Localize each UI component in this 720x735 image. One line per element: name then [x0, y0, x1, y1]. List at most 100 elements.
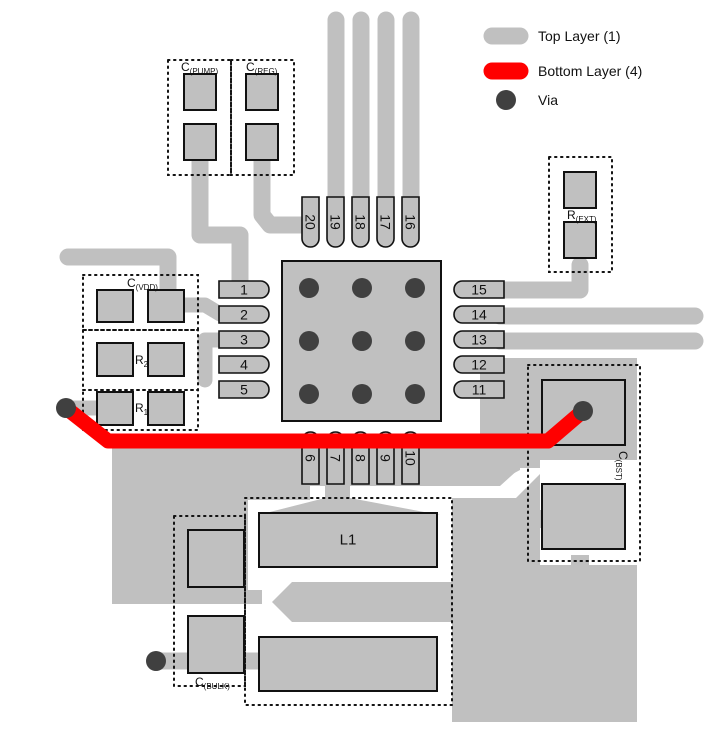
label-c-reg: C(REG)	[246, 60, 278, 76]
label-r1: R1	[135, 401, 149, 417]
pad-tab	[175, 546, 189, 564]
thermal-via	[405, 331, 425, 351]
ic-pin-pad	[218, 380, 270, 399]
outline-c-pump	[167, 59, 232, 176]
ic-pin-pad	[453, 380, 505, 399]
ic-pin-label: 7	[328, 454, 344, 462]
ic-pin-16: 16	[401, 196, 420, 248]
outline-r2	[82, 329, 199, 391]
ic-pin-label: 9	[378, 454, 394, 462]
ic-pin-label: 3	[240, 332, 248, 348]
ic-pin-pad	[218, 330, 270, 349]
ic-pin-5: 5	[218, 380, 270, 399]
ic-pin-label: 18	[353, 214, 369, 230]
trace-pin-15-rext	[491, 256, 589, 299]
ic-pin-pad	[218, 280, 270, 299]
label-l1: L1	[340, 532, 357, 549]
ic-pin-label: 6	[303, 454, 319, 462]
pad-tab	[527, 510, 543, 528]
ic-pin-label: 4	[240, 357, 248, 373]
ic-pin-pad	[351, 196, 370, 248]
ic-pin-label: 16	[403, 214, 419, 230]
ic-pin-pad	[453, 330, 505, 349]
c-bulk-pad-1	[187, 529, 245, 588]
ic-pin-14: 14	[453, 305, 505, 324]
label-c-bst: C(BST)	[614, 451, 630, 481]
ref-designators: C(PUMP) C(REG) C(VDD) R2 R1 R(EXT) C(BST…	[127, 60, 630, 691]
ic-pin-19: 19	[326, 196, 345, 248]
outline-c-bulk	[173, 515, 246, 687]
thermal-via	[352, 278, 372, 298]
label-c-bulk: C(BULK)	[195, 675, 230, 691]
r2-pad-1	[96, 342, 134, 377]
ic-pin-label: 15	[471, 282, 487, 298]
r-ext-pad-2	[563, 221, 597, 259]
ic-pin-15: 15	[453, 280, 505, 299]
ic-pin-20: 20	[301, 196, 320, 248]
thermal-via	[299, 384, 319, 404]
ic-pin-13: 13	[453, 330, 505, 349]
trace-pin-1-cpump	[191, 131, 249, 298]
ic-pin-label: 12	[471, 357, 487, 373]
label-r2: R2	[135, 353, 149, 369]
legend-label-via: Via	[538, 92, 558, 108]
c-bst-pad-2	[541, 483, 626, 550]
ic-pin-1: 1	[218, 280, 270, 299]
r1-pad-2	[147, 391, 185, 426]
ic-pin-11: 11	[453, 380, 505, 399]
pad-tab	[571, 555, 589, 569]
r2-pad-2	[147, 342, 185, 377]
bottom-layer-trace	[58, 400, 591, 449]
c-reg-pad-2	[245, 123, 279, 161]
ic-pin-17: 17	[376, 196, 395, 248]
trace-pin-20-creg	[253, 131, 319, 234]
bottom-layer	[56, 398, 593, 671]
ic-pin-pad	[218, 305, 270, 324]
legend: Top Layer (1) Bottom Layer (4) Via	[483, 27, 642, 110]
ic-pin-label: 20	[303, 214, 319, 230]
c-vdd-pad-2	[147, 289, 185, 323]
label-c-vdd: C(VDD)	[127, 276, 158, 292]
pad-tab	[206, 518, 224, 532]
legend-swatch-via	[496, 90, 516, 110]
thermal-via	[299, 331, 319, 351]
pour-output-neck	[272, 582, 452, 622]
c-vdd-pad-1	[96, 289, 134, 323]
c-pump-pad-1	[183, 73, 217, 111]
r-ext-pad-1	[563, 171, 597, 209]
pour-sw-node	[258, 486, 440, 515]
outline-c-reg	[230, 59, 295, 176]
ic-pin-12: 12	[453, 355, 505, 374]
thermal-via	[405, 278, 425, 298]
outline-r1	[82, 389, 199, 431]
component-outlines	[82, 59, 641, 706]
ic-pin-pad	[301, 196, 320, 248]
thermal-via	[352, 331, 372, 351]
ic-pin-label: 1	[240, 282, 248, 298]
thermal-via	[405, 384, 425, 404]
legend-label-top-layer: Top Layer (1)	[538, 28, 620, 44]
thermal-via	[352, 384, 372, 404]
thermal-vias	[299, 278, 425, 404]
via-bulk	[146, 651, 166, 671]
trace-vdd-in	[59, 248, 177, 304]
ic-pin-label: 11	[472, 382, 487, 398]
outline-c-bst	[527, 364, 641, 562]
l1-pad-1	[258, 512, 438, 568]
label-c-pump: C(PUMP)	[181, 60, 218, 76]
via-left	[56, 398, 76, 418]
c-pump-pad-2	[183, 123, 217, 161]
c-bulk-pad-2	[187, 615, 245, 674]
ic-pin-pad	[376, 196, 395, 248]
r1-pad-1	[96, 391, 134, 426]
ic-pin-pad	[453, 305, 505, 324]
outline-l1	[244, 497, 453, 706]
legend-label-bottom-layer: Bottom Layer (4)	[538, 63, 642, 79]
c-reg-pad-1	[245, 73, 279, 111]
ic-pin-pad	[401, 196, 420, 248]
outline-r-ext	[548, 156, 613, 273]
ic-pin-pad	[453, 355, 505, 374]
ic-pin-pad	[326, 196, 345, 248]
ic-pin-label: 5	[240, 382, 248, 398]
